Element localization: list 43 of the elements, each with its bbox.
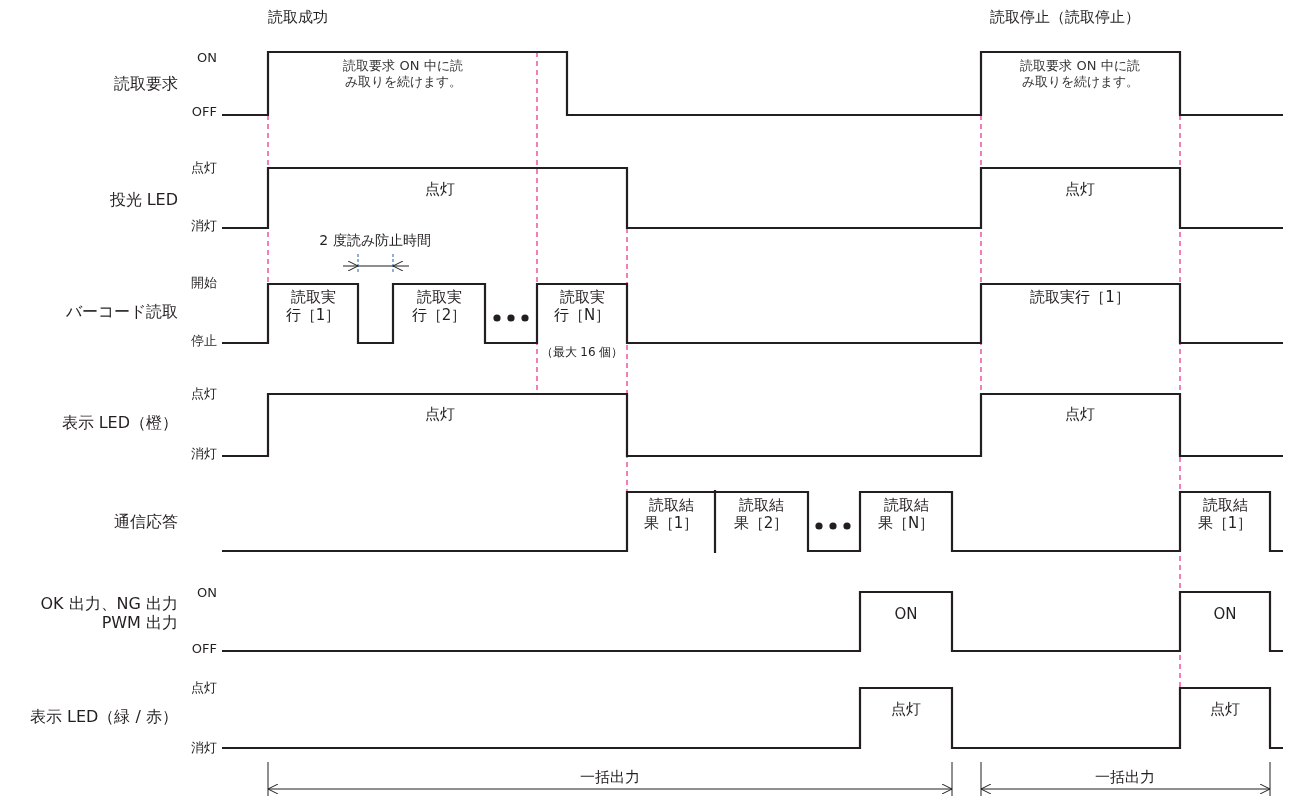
section-heading: 読取成功 xyxy=(268,8,328,26)
pulse-label: ON xyxy=(1213,605,1237,623)
pulse-label: 読取結果［1］ xyxy=(1196,496,1254,532)
dimension-label: 一括出力 xyxy=(1095,768,1155,786)
pulse-label: 点灯 xyxy=(1065,405,1095,423)
pulse-note: 読取要求 ON 中に読み取りを続けます。 xyxy=(1019,58,1141,90)
level-label: OFF xyxy=(191,641,217,657)
pulse-label: 点灯 xyxy=(425,405,455,423)
dimension-label: 2 度読み防止時間 xyxy=(319,232,431,249)
level-label: 消灯 xyxy=(191,446,217,462)
level-label: 点灯 xyxy=(191,160,217,176)
level-label: 点灯 xyxy=(191,386,217,402)
signal-name: 読取要求 xyxy=(114,74,178,94)
level-label: ON xyxy=(197,585,217,601)
level-label: 消灯 xyxy=(191,740,217,756)
pulse-label: 点灯 xyxy=(425,180,455,198)
signal-name: 表示 LED（橙） xyxy=(61,413,178,433)
level-label: 消灯 xyxy=(191,218,217,234)
signal-name: バーコード読取 xyxy=(66,302,178,322)
signal-name: OK 出力、NG 出力 PWM 出力 xyxy=(39,594,178,633)
pulse-note: 読取要求 ON 中に読み取りを続けます。 xyxy=(342,58,464,90)
pulse-label: 読取実行［N］ xyxy=(552,288,612,324)
pulse-label: 点灯 xyxy=(1210,700,1240,718)
section-heading: 読取停止（読取停止） xyxy=(990,8,1140,26)
signal-name: 表示 LED（緑 / 赤） xyxy=(30,707,178,727)
pulse-label: 読取結果［N］ xyxy=(876,496,936,532)
pulse-label: ON xyxy=(894,605,918,623)
pulse-label: 読取実行［2］ xyxy=(410,288,468,324)
pulse-label: 読取結果［1］ xyxy=(642,496,700,532)
level-label: OFF xyxy=(191,104,217,120)
level-label: 開始 xyxy=(191,275,217,291)
signal-name: 通信応答 xyxy=(114,512,178,532)
dimension-label: 一括出力 xyxy=(580,768,640,786)
pulse-label: 点灯 xyxy=(891,700,921,718)
pulse-label: 読取結果［2］ xyxy=(732,496,790,532)
pulse-note: （最大 16 個） xyxy=(540,345,624,360)
pulse-label: 読取実行［1］ xyxy=(284,288,342,324)
level-label: ON xyxy=(197,50,217,66)
signal-name: 投光 LED xyxy=(109,190,178,210)
pulse-label: 点灯 xyxy=(1065,180,1095,198)
level-label: 停止 xyxy=(191,333,217,349)
level-label: 点灯 xyxy=(191,680,217,696)
pulse-label: 読取実行［1］ xyxy=(1030,288,1130,306)
